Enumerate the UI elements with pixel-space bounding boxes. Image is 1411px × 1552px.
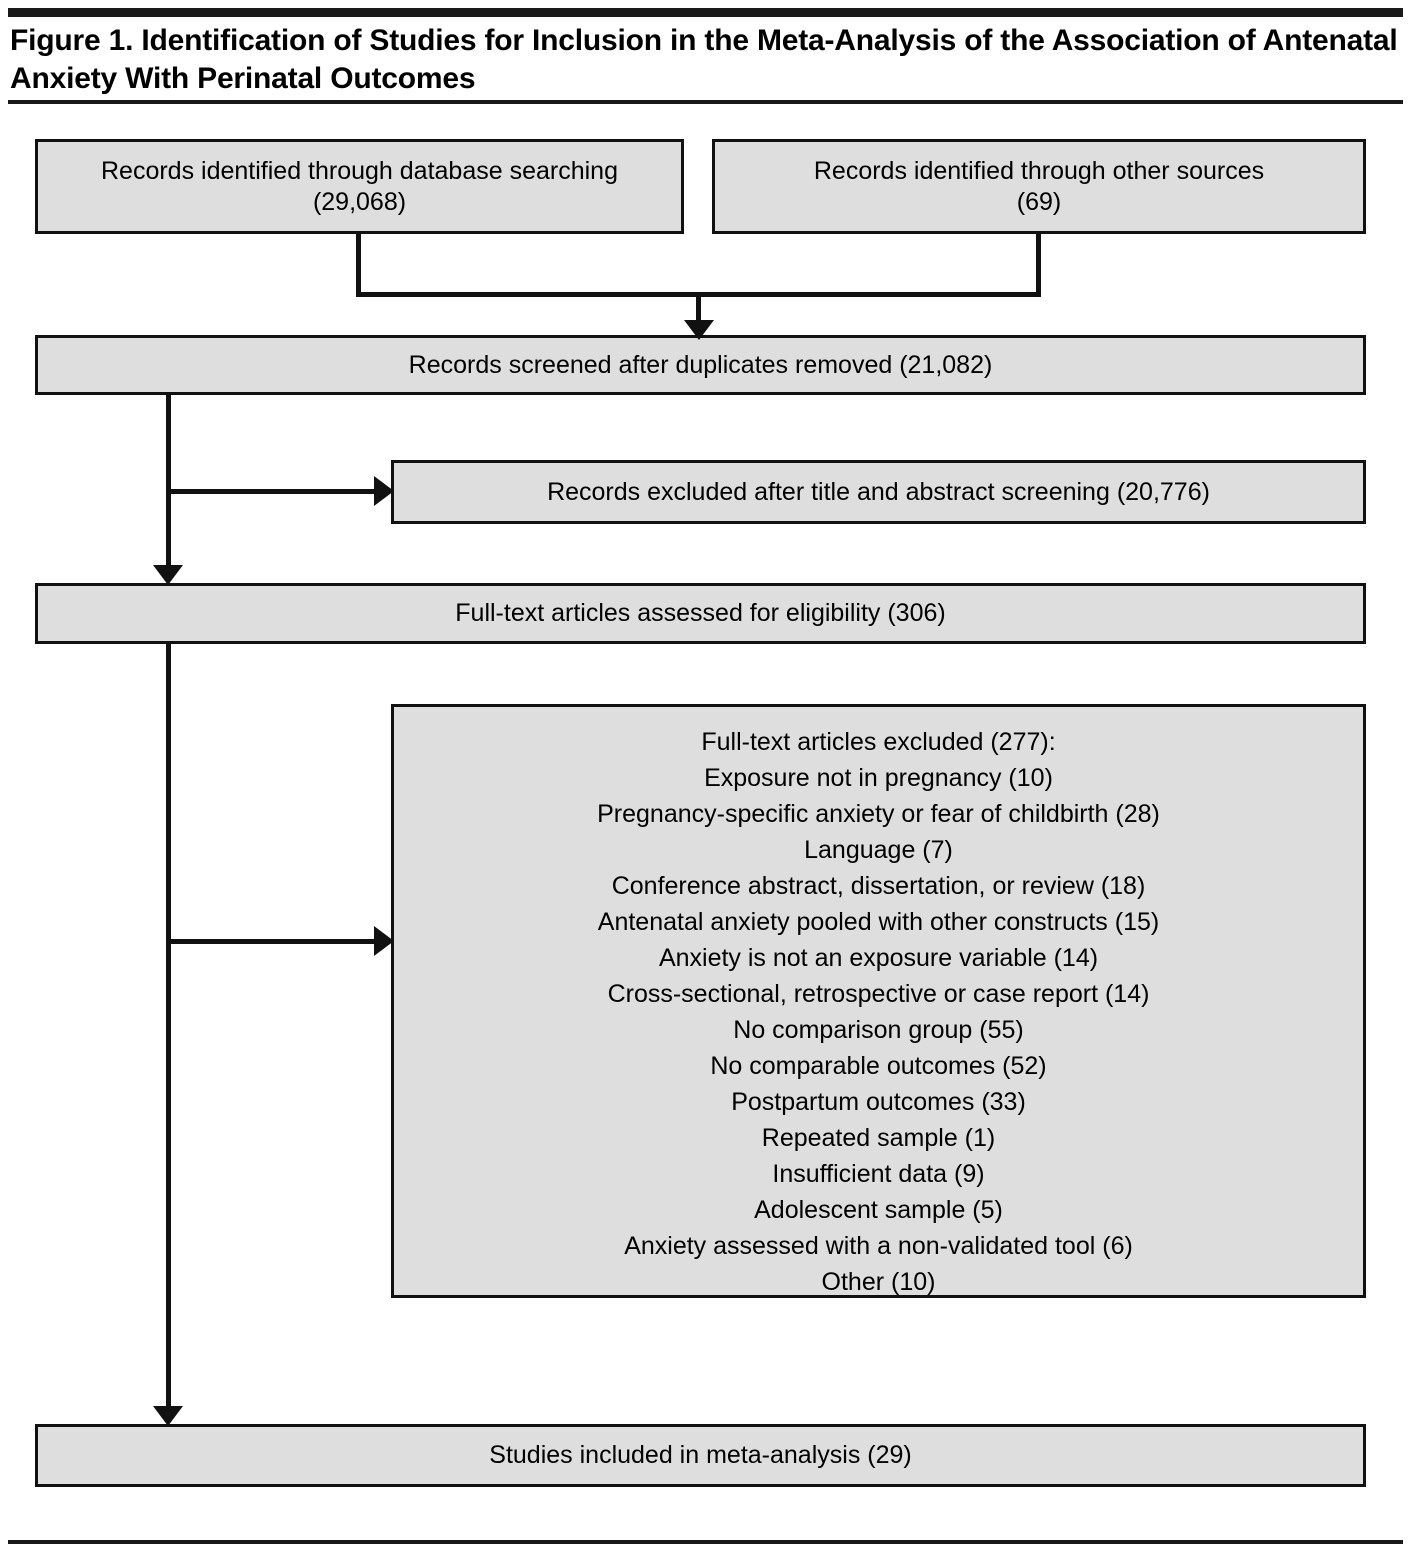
connector-other-down — [1036, 234, 1041, 297]
figure-title: Figure 1. Identification of Studies for … — [10, 24, 1398, 96]
exclusion-reason-item: Anxiety is not an exposure variable (14) — [658, 944, 1099, 972]
node-records-other-sources: Records identified through other sources… — [712, 139, 1366, 234]
exclusion-reason-item: Cross-sectional, retrospective or case r… — [607, 980, 1150, 1008]
exclusion-reason-item: Exposure not in pregnancy (10) — [704, 764, 1053, 792]
node-records-screened: Records screened after duplicates remove… — [35, 335, 1366, 395]
exclusion-reason-item: Anxiety assessed with a non-validated to… — [624, 1232, 1133, 1260]
node-db-count: (29,068) — [312, 187, 407, 216]
node-records-database-searching: Records identified through database sear… — [35, 139, 684, 234]
connector-branch-excluded-ta — [166, 489, 378, 494]
exclusion-reason-item: No comparison group (55) — [733, 1016, 1024, 1044]
node-db-text: Records identified through database sear… — [38, 154, 681, 219]
connector-screened-spine — [166, 395, 171, 576]
node-included-text: Studies included in meta-analysis (29) — [489, 1441, 912, 1470]
exclusion-reason-item: Insufficient data (9) — [772, 1160, 985, 1188]
node-fulltext-assessed: Full-text articles assessed for eligibil… — [35, 583, 1366, 644]
exclusion-reason-item: Pregnancy-specific anxiety or fear of ch… — [597, 800, 1160, 828]
exclusion-reason-item: Repeated sample (1) — [761, 1124, 996, 1152]
node-other-label: Records identified through other sources — [813, 157, 1265, 185]
exclusion-reason-item: No comparable outcomes (52) — [710, 1052, 1047, 1080]
node-studies-included: Studies included in meta-analysis (29) — [35, 1424, 1366, 1487]
top-rule — [8, 8, 1403, 17]
exclusion-list-header: Full-text articles excluded (277): — [701, 728, 1056, 756]
node-records-excluded-title-abstract: Records excluded after title and abstrac… — [391, 460, 1366, 524]
title-divider-rule — [8, 100, 1403, 104]
node-fulltext-text: Full-text articles assessed for eligibil… — [455, 599, 946, 628]
exclusion-reason-item: Other (10) — [821, 1268, 936, 1296]
exclusion-reason-item: Postpartum outcomes (33) — [731, 1088, 1026, 1116]
connector-merge-stem — [696, 292, 701, 323]
bottom-rule — [8, 1540, 1403, 1544]
node-excluded-ta-text: Records excluded after title and abstrac… — [547, 477, 1210, 506]
exclusion-list: Full-text articles excluded (277): Expos… — [394, 707, 1363, 1302]
node-other-text: Records identified through other sources… — [715, 154, 1363, 219]
node-db-label: Records identified through database sear… — [100, 157, 618, 185]
node-other-count: (69) — [1016, 187, 1062, 216]
connector-branch-excluded-ft — [166, 939, 378, 944]
node-fulltext-excluded-list: Full-text articles excluded (277): Expos… — [391, 704, 1366, 1298]
exclusion-reason-item: Adolescent sample (5) — [754, 1196, 1003, 1224]
connector-fulltext-spine — [166, 644, 171, 1417]
exclusion-reason-item: Antenatal anxiety pooled with other cons… — [597, 908, 1160, 936]
exclusion-reason-item: Conference abstract, dissertation, or re… — [611, 872, 1146, 900]
exclusion-reason-item: Language (7) — [804, 836, 953, 864]
node-screened-text: Records screened after duplicates remove… — [408, 350, 993, 379]
connector-db-down — [356, 234, 361, 297]
